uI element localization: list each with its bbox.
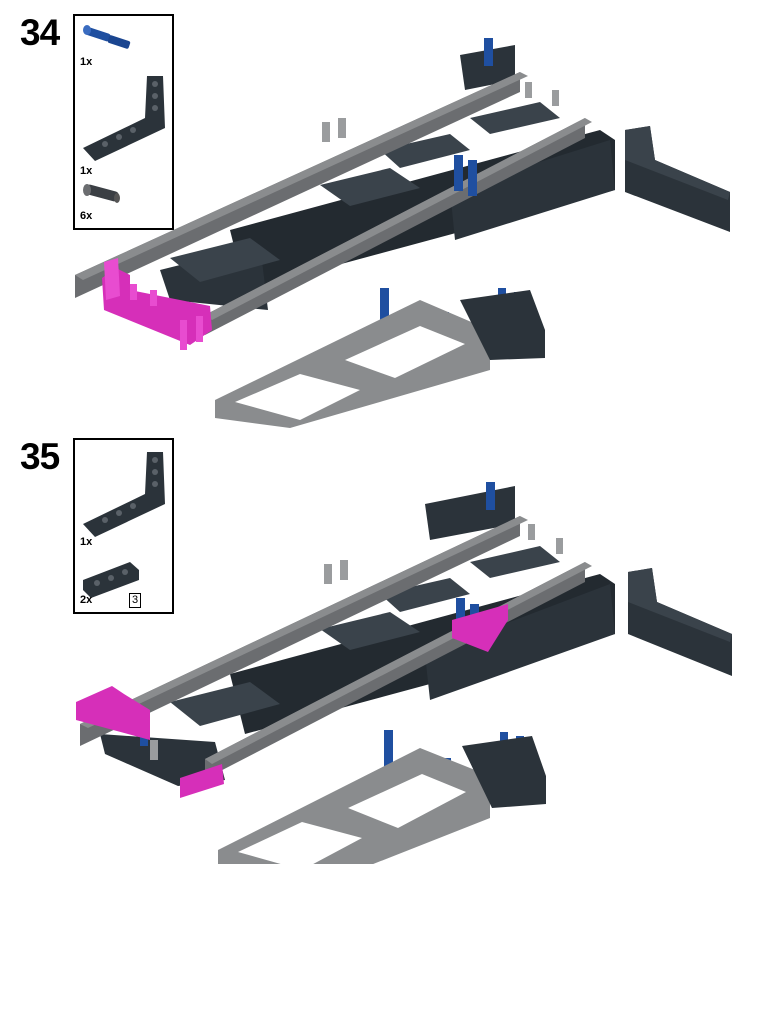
- gray-friction-pin-icon: [83, 184, 120, 203]
- lower-gray-frame: [215, 290, 545, 428]
- part-qty: 1x: [80, 536, 93, 548]
- part-qty: 1x: [80, 56, 93, 68]
- part-qty: 6x: [80, 210, 93, 222]
- assembly-illustration: [76, 482, 732, 864]
- step-35: 35 1x 2x 3: [0, 424, 768, 864]
- frame-cross-beams: [170, 546, 560, 726]
- blue-axle-pin-icon: [83, 25, 131, 49]
- dark-l-beam-icon: [83, 76, 165, 161]
- lower-gray-frame: [218, 736, 546, 864]
- dark-3-beam-icon: [83, 562, 139, 598]
- magenta-beam-new: [102, 258, 212, 350]
- step-34: 34 1x 1x 6x: [0, 0, 768, 440]
- assembly-illustration: [75, 38, 730, 428]
- l-beam-detached: [628, 568, 732, 676]
- l-beam-detached: [625, 126, 730, 232]
- parts-list-graphics: [83, 25, 165, 203]
- gray-pins: [322, 82, 559, 142]
- frame-cross-beams: [170, 102, 560, 282]
- magenta-beam-new: [76, 604, 508, 798]
- step-number: 34: [20, 12, 60, 53]
- frame-gray-rails: [75, 72, 592, 335]
- part-qty: 1x: [80, 165, 93, 177]
- parts-list-graphics: [83, 452, 165, 598]
- step-number: 35: [20, 436, 60, 477]
- submodel-count-badge: 3: [129, 593, 142, 608]
- parts-list-box: 1x 1x 6x: [73, 14, 174, 230]
- dark-l-beam-icon: [83, 452, 165, 537]
- parts-list-box: 1x 2x 3: [73, 438, 174, 614]
- part-qty: 2x: [80, 594, 93, 606]
